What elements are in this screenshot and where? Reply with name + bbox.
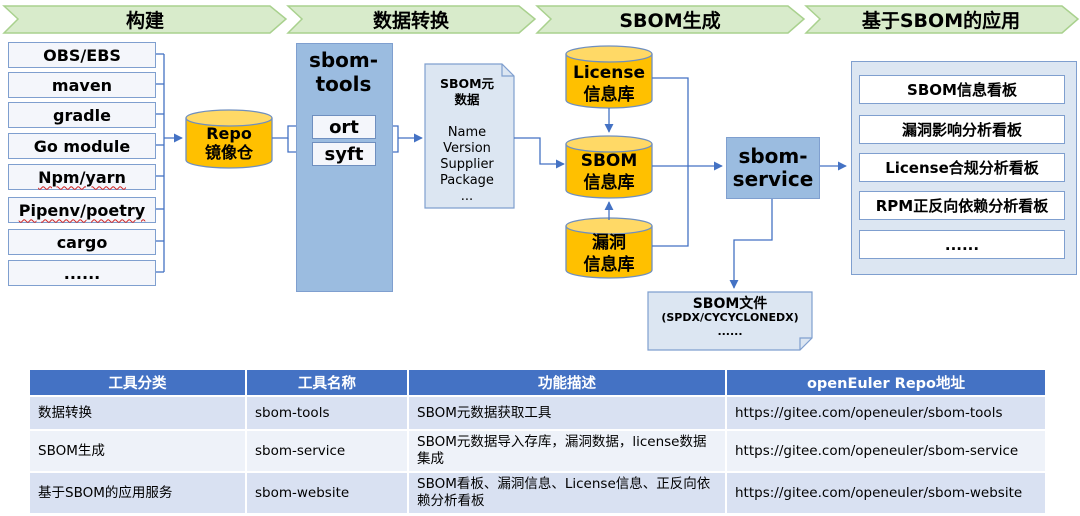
sbom-service-box: sbom- service [726, 137, 820, 199]
sbom-service-line2: service [732, 167, 814, 191]
cell-name: sbom-website [246, 471, 409, 513]
tools-table: 工具分类 工具名称 功能描述 openEuler Repo地址 数据转换 sbo… [30, 370, 1047, 513]
table-header-row: 工具分类 工具名称 功能描述 openEuler Repo地址 [30, 370, 1047, 396]
metadata-field: ... [460, 189, 474, 204]
cell-url[interactable]: https://gitee.com/openeuler/sbom-website [726, 471, 1047, 513]
metadata-field: Name [447, 125, 487, 140]
stage-convert: 数据转换 [372, 9, 449, 32]
sbom-tools-title-line2: tools [315, 72, 372, 96]
sbom-file-document [647, 291, 813, 351]
cell-url[interactable]: https://gitee.com/openeuler/sbom-tools [726, 395, 1047, 430]
board-more: ...... [859, 230, 1065, 259]
stage-chevrons [2, 5, 1080, 34]
vuln-db-line1: 漏洞 [592, 233, 626, 253]
repo-cylinder [185, 109, 273, 169]
sbom-db-line2: 信息库 [583, 173, 635, 193]
sbom-tools-title: sbom- tools [296, 48, 391, 96]
sbom-service-line1: sbom- [738, 144, 808, 168]
source-gradle: gradle [8, 102, 156, 128]
board-rpm-dependency: RPM正反向依赖分析看板 [859, 191, 1065, 220]
board-vuln-impact: 漏洞影响分析看板 [859, 115, 1065, 144]
source-connectors [154, 53, 183, 273]
stage-chevron-build [2, 5, 288, 34]
sbom-file-formats: (SPDX/CYCYCLONEDX) [661, 311, 799, 324]
metadata-fields: Name Version Supplier Package ... [428, 125, 506, 205]
cell-category: 基于SBOM的应用服务 [30, 471, 247, 513]
metadata-field: Package [440, 173, 494, 188]
stage-chevron-generate [535, 5, 806, 34]
sbom-file-more: ...... [717, 325, 743, 338]
source-maven: maven [8, 72, 156, 98]
source-npm-yarn: Npm/yarn [8, 164, 156, 190]
board-sbom-info: SBOM信息看板 [859, 75, 1065, 104]
stage-chevron-apply [804, 5, 1080, 34]
sbom-tools-box [296, 43, 393, 292]
header-category: 工具分类 [30, 370, 247, 396]
source-cargo: cargo [8, 229, 156, 255]
stage-build: 构建 [125, 9, 164, 32]
board-license-compliance: License合规分析看板 [859, 153, 1065, 182]
source-more: ...... [8, 260, 156, 286]
stage-generate: SBOM生成 [619, 9, 721, 32]
repo-label-line1: Repo [206, 124, 252, 143]
cell-url[interactable]: https://gitee.com/openeuler/sbom-service [726, 429, 1047, 472]
repo-label-line2: 镜像仓 [204, 143, 253, 162]
license-db-line1: License [572, 63, 646, 83]
sbom-db-label: SBOM 信息库 [566, 150, 652, 194]
table-row: 基于SBOM的应用服务 sbom-website SBOM看板、漏洞信息、Lic… [30, 471, 1047, 513]
metadata-field: Version [443, 141, 491, 156]
sbom-tools-title-line1: sbom- [308, 48, 379, 72]
header-url: openEuler Repo地址 [726, 370, 1047, 396]
db-cylinders [565, 45, 653, 279]
source-obs-ebs: OBS/EBS [8, 42, 156, 68]
sbom-file-title: SBOM文件 [692, 296, 768, 312]
source-go-module: Go module [8, 133, 156, 159]
metadata-title: SBOM元 数据 [428, 76, 506, 108]
cell-name: sbom-service [246, 429, 409, 472]
sbom-db-line1: SBOM [580, 151, 638, 171]
metadata-title-line1: SBOM元 [439, 76, 495, 91]
stage-apply: 基于SBOM的应用 [861, 9, 1021, 32]
repo-label: Repo 镜像仓 [186, 124, 272, 162]
source-pipenv-poetry: Pipenv/poetry [8, 197, 156, 223]
cell-name: sbom-tools [246, 395, 409, 430]
metadata-title-line2: 数据 [454, 92, 480, 107]
tool-syft: syft [312, 142, 376, 166]
tool-ort: ort [312, 115, 376, 139]
cell-category: 数据转换 [30, 395, 247, 430]
metadata-document [424, 63, 515, 209]
license-db-line2: 信息库 [583, 85, 635, 105]
cell-desc: SBOM元数据导入存库，漏洞数据，license数据集成 [408, 429, 727, 472]
table-row: SBOM生成 sbom-service SBOM元数据导入存库，漏洞数据，lic… [30, 429, 1047, 472]
cell-desc: SBOM元数据获取工具 [408, 395, 727, 430]
metadata-field: Supplier [440, 157, 494, 172]
license-db-label: License 信息库 [566, 62, 652, 106]
cell-desc: SBOM看板、漏洞信息、License信息、正反向依赖分析看板 [408, 471, 727, 513]
vuln-db-line2: 信息库 [583, 255, 635, 275]
table-row: 数据转换 sbom-tools SBOM元数据获取工具 https://gite… [30, 395, 1047, 430]
stage-chevron-convert [286, 5, 537, 34]
header-name: 工具名称 [246, 370, 409, 396]
vuln-db-label: 漏洞 信息库 [566, 232, 652, 276]
header-desc: 功能描述 [408, 370, 727, 396]
cell-category: SBOM生成 [30, 429, 247, 472]
